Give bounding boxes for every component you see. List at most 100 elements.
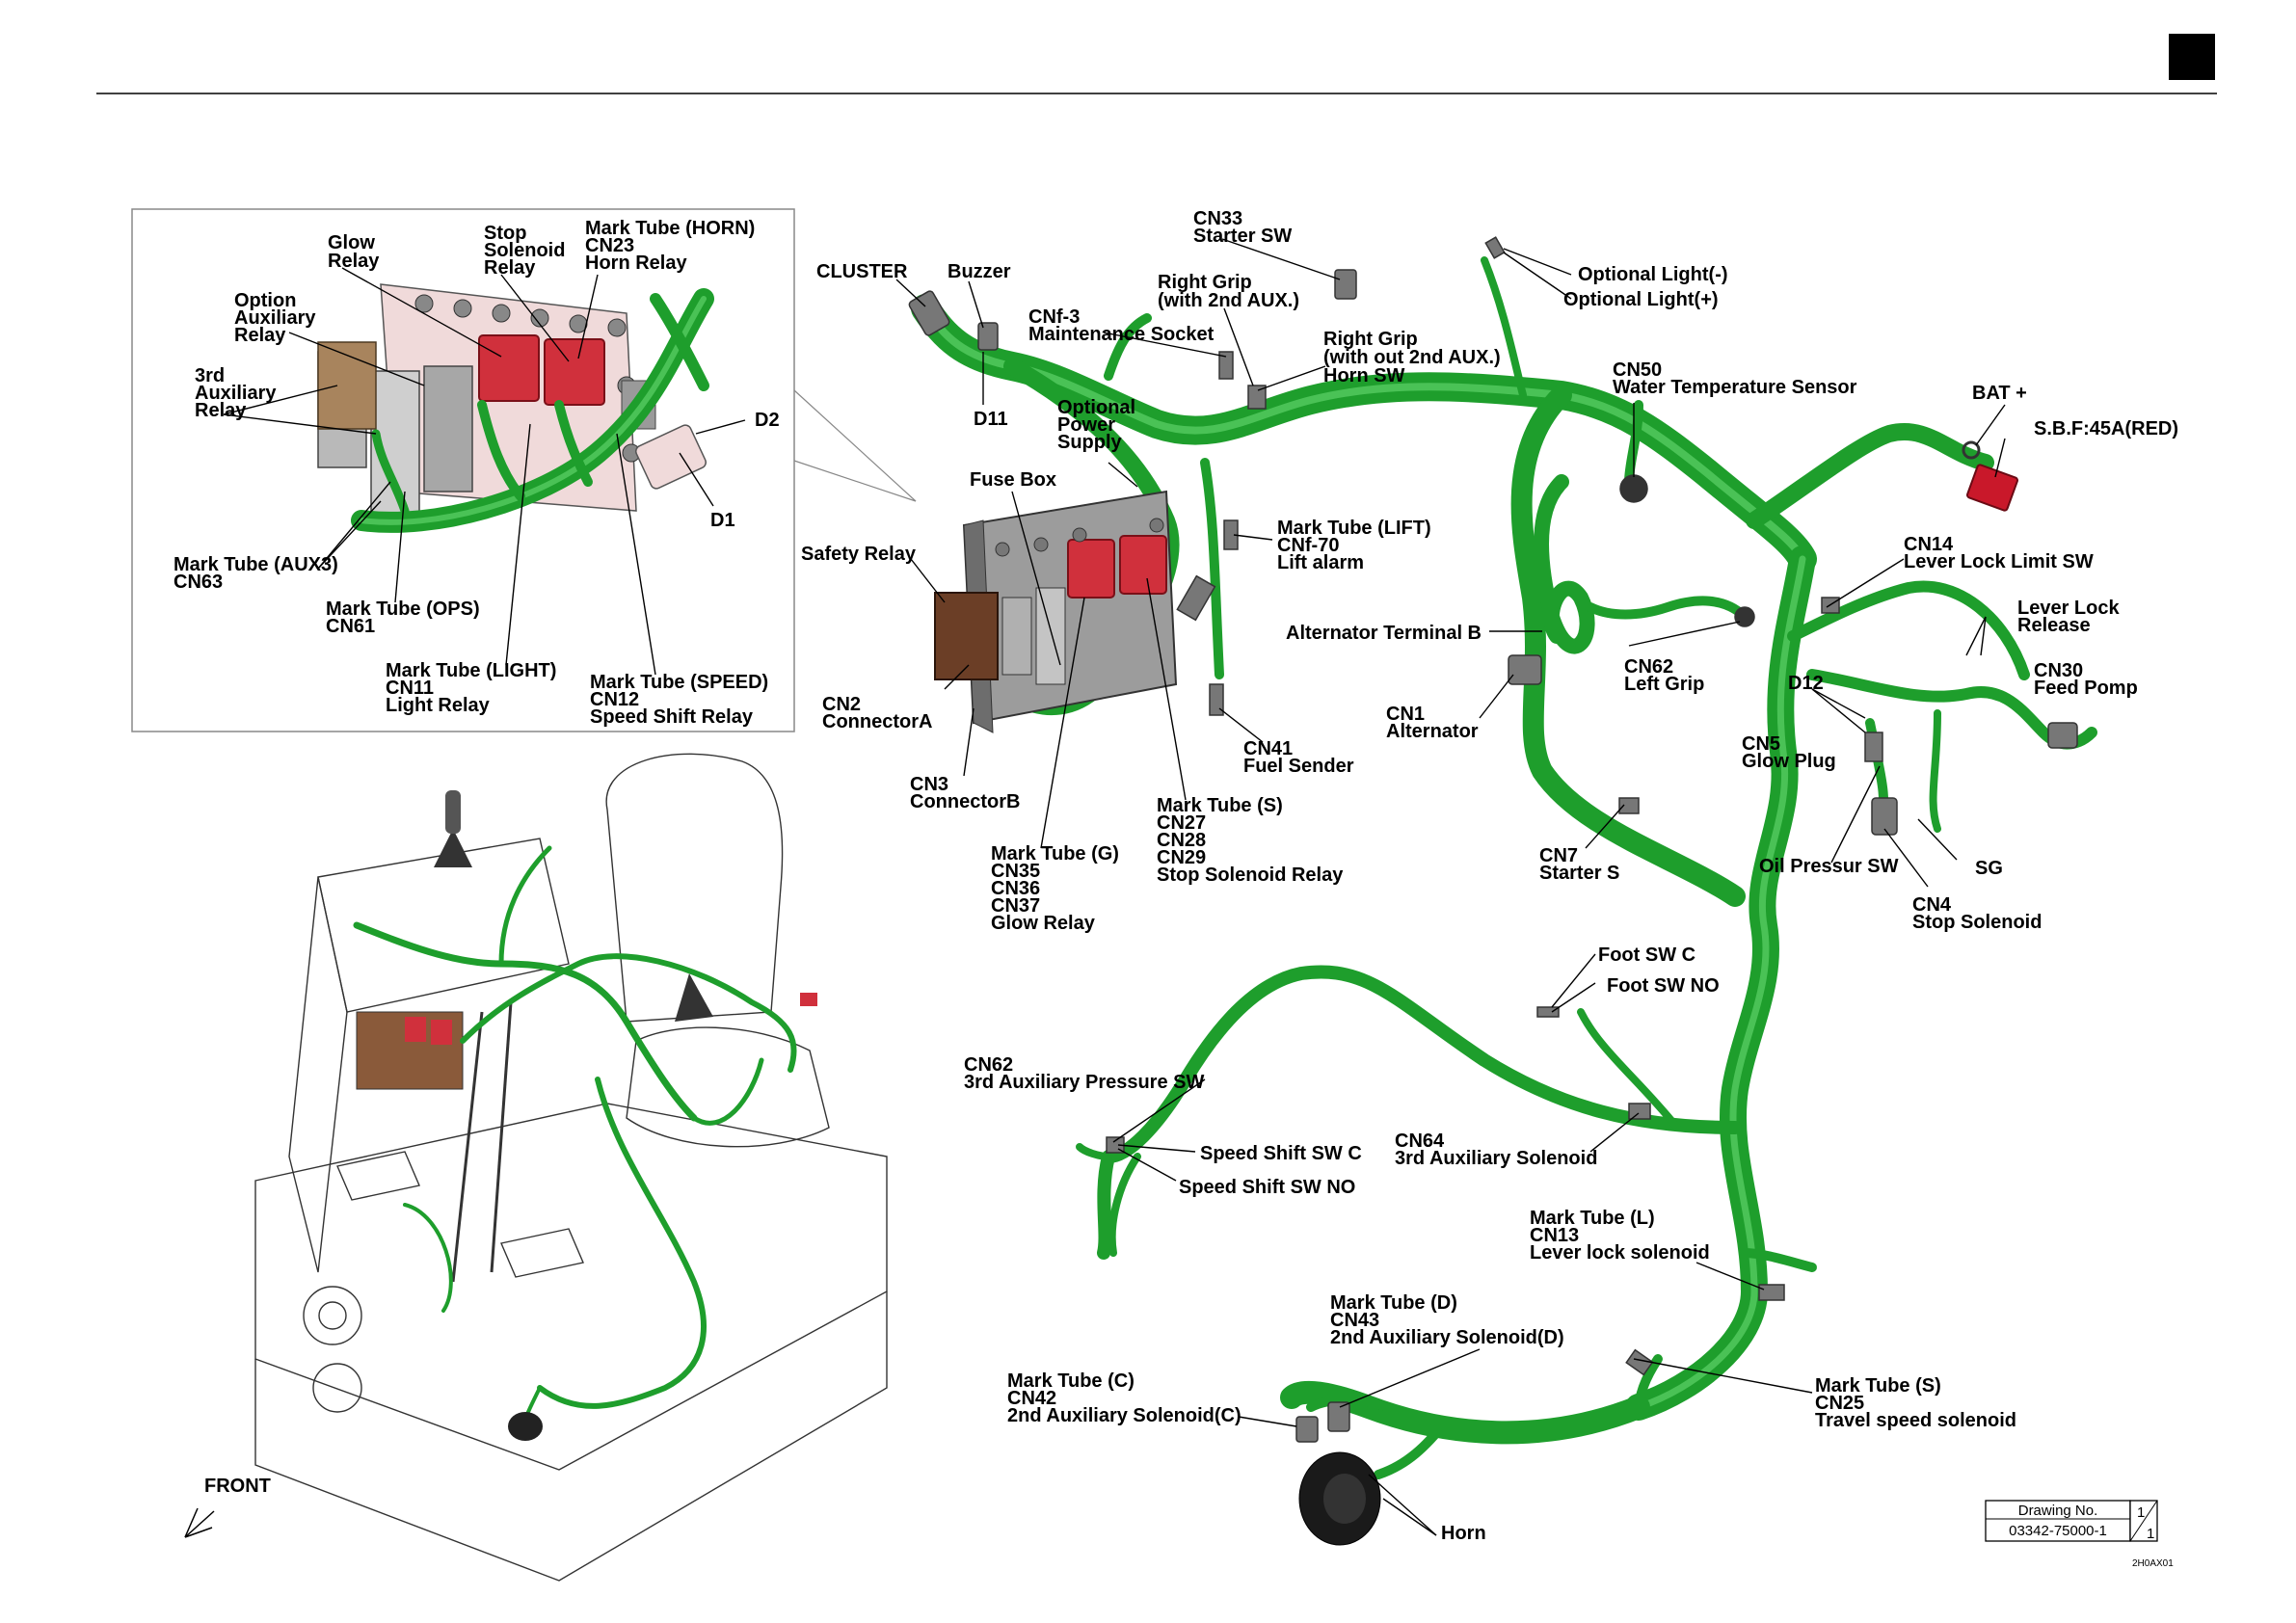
- cn41-connector: [1209, 683, 1224, 716]
- label-d12: D12: [1788, 673, 1824, 694]
- inset-detail: Glow Relay Stop Solenoid Relay Mark Tube…: [131, 208, 917, 732]
- drawing-no-header: Drawing No.: [2018, 1503, 2098, 1519]
- inset-frame: [131, 208, 795, 732]
- label-foot-sw-no: Foot SW NO: [1607, 975, 1720, 997]
- seat-cushion: [626, 1026, 830, 1148]
- cn7-starter: [1618, 797, 1640, 814]
- branch-cn62-grip: [1586, 596, 1749, 622]
- safety-relay: [934, 592, 999, 680]
- bat-terminal: [1962, 440, 1981, 460]
- label-safety-relay: Safety Relay: [801, 544, 917, 565]
- label-alternator-b: Alternator Terminal B: [1286, 623, 1482, 644]
- label-mark-tube-aux3: Mark Tube (AUX3) CN63: [174, 554, 343, 593]
- inset-projection-bottom: [793, 460, 917, 502]
- relay-glow: [1067, 539, 1115, 599]
- label-mark-tube-ops: Mark Tube (OPS) CN61: [326, 599, 485, 637]
- title-block-frame: [1985, 1500, 2131, 1542]
- joystick-left: [434, 829, 472, 867]
- label-mark-tube-s-relay: Mark Tube (S) CN27 CN28 CN29 Stop Soleno…: [1157, 795, 1344, 886]
- fuse-box-assembly: [934, 490, 1178, 733]
- cn42-solenoid-c: [1295, 1416, 1319, 1443]
- label-cn33: CN33 Starter SW: [1193, 208, 1292, 247]
- label-cn50: CN50 Water Temperature Sensor: [1613, 359, 1857, 398]
- label-cn1: CN1 Alternator: [1386, 704, 1479, 742]
- label-mark-tube-speed: Mark Tube (SPEED) CN12 Speed Shift Relay: [590, 672, 774, 728]
- label-3rd-aux-relay: 3rd Auxiliary Relay: [195, 365, 281, 421]
- machine-view: FRONT: [184, 753, 888, 1582]
- label-d2: D2: [755, 410, 780, 431]
- label-fuse-box: Fuse Box: [970, 469, 1056, 491]
- label-mark-tube-c: Mark Tube (C) CN42 2nd Auxiliary Solenoi…: [1007, 1370, 1241, 1426]
- inset-option-relay: [423, 365, 473, 492]
- sheet-top: 1: [2137, 1504, 2145, 1521]
- label-buzzer: Buzzer: [948, 261, 1011, 282]
- buzzer-connector: [977, 322, 999, 351]
- branch-cn14: [1787, 580, 2030, 680]
- label-sbf: S.B.F:45A(RED): [2034, 418, 2178, 439]
- label-cn2: CN2 ConnectorA: [822, 694, 932, 732]
- label-cn62-3rd-aux: CN62 3rd Auxiliary Pressure SW: [964, 1054, 1204, 1093]
- connectors: [908, 236, 2078, 1443]
- label-option-aux-relay: Option Auxiliary Relay: [234, 290, 321, 346]
- loop-alternator: [1534, 474, 1595, 654]
- label-bat-plus: BAT +: [1972, 383, 2027, 404]
- seat-back: [605, 753, 784, 1023]
- cn1-alternator: [1508, 654, 1542, 685]
- label-right-grip-no2nd: Right Grip (with out 2nd AUX.) Horn SW: [1323, 329, 1506, 386]
- label-cn14: CN14 Lever Lock Limit SW: [1904, 534, 2094, 572]
- branch-bat: [1746, 423, 1994, 529]
- relay-stop-solenoid: [1119, 535, 1167, 595]
- inset-horn-relay: [544, 338, 605, 406]
- label-optional-power: Optional Power Supply: [1057, 397, 1141, 453]
- label-stop-solenoid-relay: Stop Solenoid Relay: [484, 223, 571, 279]
- cn64-solenoid: [1628, 1103, 1651, 1120]
- optional-light-connector: [1484, 236, 1506, 259]
- label-right-grip-2nd: Right Grip (with 2nd AUX.): [1158, 272, 1299, 311]
- cn43-solenoid-d: [1327, 1401, 1350, 1432]
- label-d11: D11: [974, 409, 1008, 430]
- cn50-sensor: [1619, 474, 1648, 503]
- label-cn64: CN64 3rd Auxiliary Solenoid: [1395, 1131, 1597, 1169]
- cn62-left-grip: [1734, 606, 1755, 627]
- pedal-left: [336, 1151, 420, 1201]
- main-harness: [911, 256, 2097, 1479]
- machine-harness: [353, 845, 797, 1438]
- label-mark-tube-l: Mark Tube (L) CN13 Lever lock solenoid: [1530, 1208, 1710, 1264]
- corner-box: [2169, 34, 2215, 80]
- label-cn30: CN30 Feed Pomp: [2034, 660, 2138, 699]
- label-glow-relay: Glow Relay: [328, 232, 380, 272]
- label-cn3: CN3 ConnectorB: [910, 774, 1020, 812]
- cn13-lever-lock: [1758, 1284, 1785, 1301]
- label-oil-pressure: Oil Pressur SW: [1759, 856, 1899, 877]
- label-mark-tube-d: Mark Tube (D) CN43 2nd Auxiliary Solenoi…: [1330, 1292, 1564, 1348]
- label-lever-lock-release: Lever Lock Release: [2017, 598, 2124, 636]
- cn5-glow-plug: [1864, 732, 1883, 762]
- branch-horn: [1280, 1380, 1650, 1445]
- label-cnf3: CNf-3 Maintenance Socket: [1028, 306, 1215, 345]
- front-arrow-icon: [184, 1507, 215, 1538]
- front-label: FRONT: [204, 1476, 271, 1497]
- machine-horn: [508, 1412, 543, 1441]
- label-horn: Horn: [1441, 1523, 1486, 1544]
- label-cn5: CN5 Glow Plug: [1742, 733, 1836, 772]
- main-leaders: [895, 238, 2006, 1536]
- horn-icon: [1298, 1451, 1381, 1546]
- cn30-feed-pump: [2047, 722, 2078, 749]
- label-speed-shift-c: Speed Shift SW C: [1200, 1143, 1362, 1164]
- label-sg: SG: [1975, 858, 2003, 879]
- steering-base: [303, 1286, 362, 1345]
- label-mark-tube-light: Mark Tube (LIGHT) CN11 Light Relay: [386, 660, 562, 716]
- label-mark-tube-g: Mark Tube (G) CN35 CN36 CN37 Glow Relay: [991, 843, 1125, 934]
- drawing-code: 2H0AX01: [2132, 1558, 2174, 1569]
- label-cn62-left-grip: CN62 Left Grip: [1624, 656, 1704, 695]
- title-block: Drawing No. 03342-75000-1 1 1 2H0AX01: [1985, 1500, 2174, 1569]
- cn25-travel: [1625, 1348, 1654, 1376]
- label-cn4: CN4 Stop Solenoid: [1912, 894, 2042, 933]
- foot-sw-connector: [1536, 1006, 1560, 1018]
- label-mark-tube-horn: Mark Tube (HORN) CN23 Horn Relay: [585, 218, 761, 274]
- cnf3-connector: [1218, 351, 1234, 380]
- label-optional-light-plus: Optional Light(+): [1563, 289, 1719, 310]
- machine-base: [254, 1103, 888, 1471]
- inset-projection-top: [793, 389, 917, 502]
- label-cluster: CLUSTER: [816, 261, 908, 282]
